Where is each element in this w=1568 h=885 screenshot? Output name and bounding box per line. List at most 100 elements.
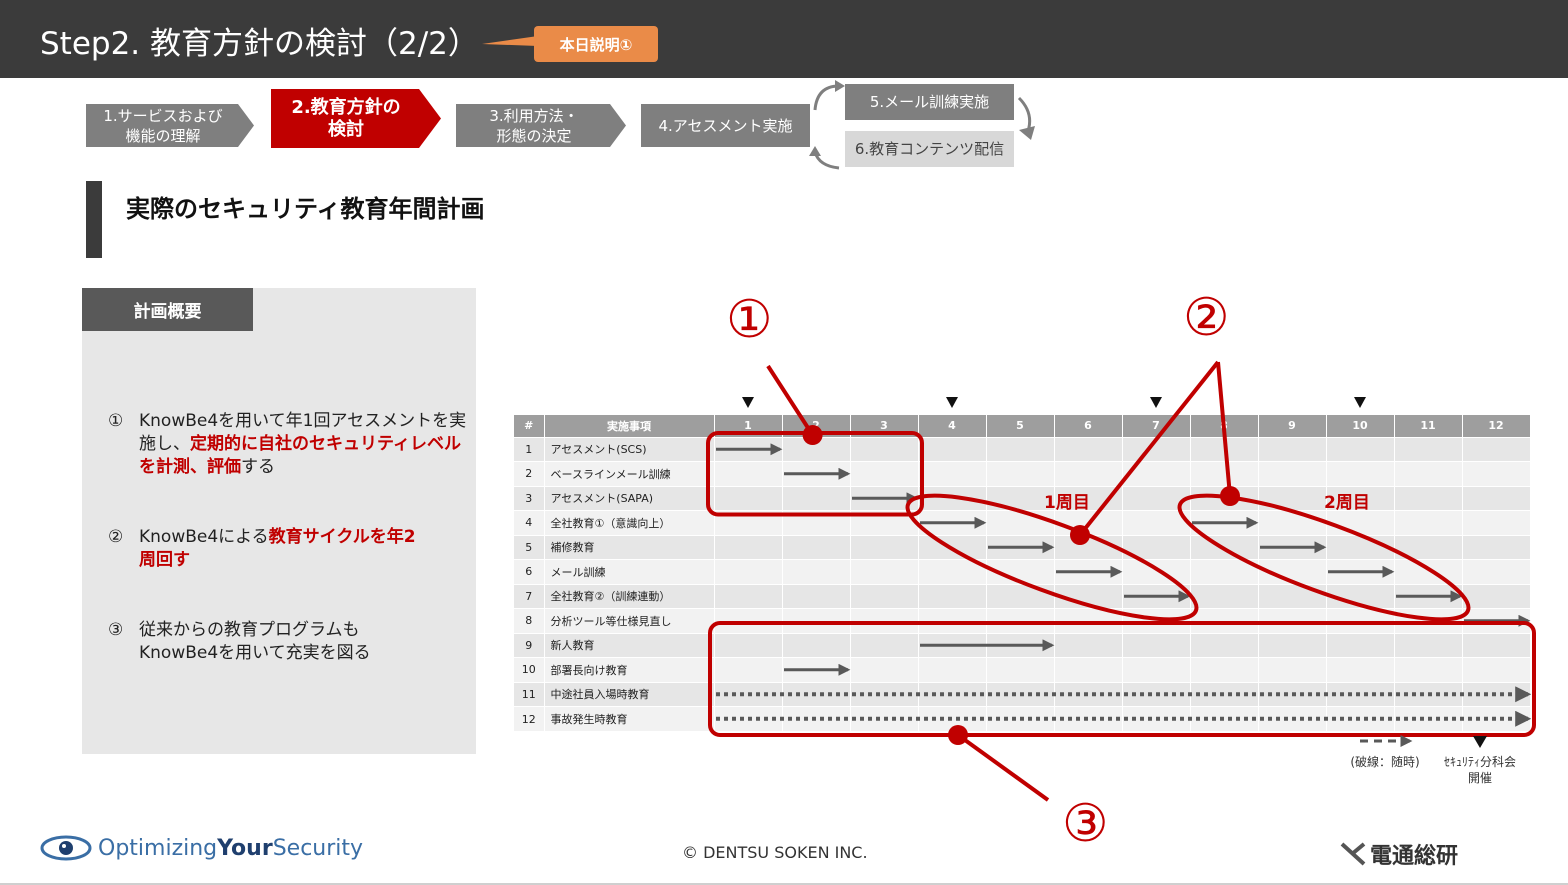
month-cell bbox=[1462, 559, 1531, 584]
month-cell bbox=[850, 510, 919, 535]
col-header-month: 11 bbox=[1394, 415, 1463, 437]
month-cell bbox=[1190, 559, 1259, 584]
month-cell bbox=[714, 681, 783, 707]
month-cell bbox=[1054, 461, 1123, 486]
month-cell bbox=[782, 510, 851, 535]
month-cell bbox=[850, 657, 919, 682]
dentsu-logo-text: 電通総研 bbox=[1370, 844, 1459, 869]
month-cell bbox=[1122, 436, 1191, 462]
month-cell bbox=[1054, 632, 1123, 658]
month-cell bbox=[986, 632, 1055, 658]
row-task: 補修教育 bbox=[544, 534, 715, 560]
month-cell bbox=[1462, 657, 1531, 682]
annotation-1: ① bbox=[726, 290, 773, 350]
row-number: 2 bbox=[514, 461, 545, 486]
legend-meeting-icon bbox=[1473, 736, 1487, 748]
month-cell bbox=[1054, 657, 1123, 682]
x-mark-icon bbox=[1340, 842, 1366, 866]
annotation-2: ② bbox=[1183, 288, 1230, 348]
meeting-marker-icon bbox=[1150, 397, 1162, 408]
month-cell bbox=[986, 583, 1055, 609]
row-number: 6 bbox=[514, 559, 545, 584]
month-cell bbox=[1054, 510, 1123, 535]
step-3: 3.利用方法・ 形態の決定 bbox=[456, 104, 626, 147]
logo-text-a: Optimizing bbox=[98, 835, 218, 861]
plan-item-highlight: 教育サイクルを年2周回す bbox=[139, 527, 416, 570]
month-cell bbox=[1462, 485, 1531, 511]
row-number: 9 bbox=[514, 632, 545, 658]
col-header-month: 6 bbox=[1054, 415, 1123, 437]
month-cell bbox=[1122, 583, 1191, 609]
col-header-month: 8 bbox=[1190, 415, 1259, 437]
month-cell bbox=[1326, 583, 1395, 609]
month-cell bbox=[1462, 608, 1531, 633]
month-cell bbox=[714, 706, 783, 731]
month-cell bbox=[1258, 706, 1327, 731]
month-cell bbox=[986, 534, 1055, 560]
row-number: 7 bbox=[514, 583, 545, 609]
month-cell bbox=[986, 559, 1055, 584]
month-cell bbox=[782, 632, 851, 658]
month-cell bbox=[714, 485, 783, 511]
section-title: 実際のセキュリティ教育年間計画 bbox=[126, 195, 485, 223]
month-cell bbox=[918, 632, 987, 658]
month-cell bbox=[1054, 534, 1123, 560]
col-header-month: 10 bbox=[1326, 415, 1395, 437]
month-cell bbox=[1122, 632, 1191, 658]
month-cell bbox=[714, 583, 783, 609]
month-cell bbox=[1122, 681, 1191, 707]
row-task: 全社教育②（訓練連動） bbox=[544, 583, 715, 609]
month-cell bbox=[1258, 436, 1327, 462]
month-cell bbox=[1326, 632, 1395, 658]
col-header-month: 1 bbox=[714, 415, 783, 437]
col-header-month: 12 bbox=[1462, 415, 1531, 437]
page-title: Step2. 教育方針の検討（2/2） bbox=[40, 26, 479, 62]
step-1: 1.サービスおよび 機能の理解 bbox=[86, 104, 254, 147]
row-task: 全社教育①（意識向上） bbox=[544, 510, 715, 535]
col-header-no: # bbox=[514, 415, 545, 437]
plan-item-text-end: する bbox=[241, 457, 275, 477]
month-cell bbox=[986, 608, 1055, 633]
month-cell bbox=[1394, 657, 1463, 682]
month-cell bbox=[850, 632, 919, 658]
row-task: 新人教育 bbox=[544, 632, 715, 658]
month-cell bbox=[1394, 485, 1463, 511]
cycle-arrows-icon bbox=[809, 80, 1035, 170]
eye-icon bbox=[40, 835, 92, 861]
month-cell bbox=[1394, 510, 1463, 535]
month-cell bbox=[1462, 632, 1531, 658]
plan-heading: 計画概要 bbox=[82, 288, 253, 331]
month-cell bbox=[1326, 706, 1395, 731]
month-cell bbox=[918, 510, 987, 535]
round-2-label: 2周目 bbox=[1324, 493, 1370, 513]
dentsu-soken-logo: 電通総研 bbox=[1340, 838, 1458, 870]
month-cell bbox=[1190, 534, 1259, 560]
month-cell bbox=[850, 461, 919, 486]
month-cell bbox=[986, 510, 1055, 535]
step-4: 4.アセスメント実施 bbox=[641, 104, 810, 147]
month-cell bbox=[1258, 534, 1327, 560]
header-bar: Step2. 教育方針の検討（2/2） bbox=[0, 0, 1568, 78]
month-cell bbox=[714, 534, 783, 560]
month-cell bbox=[782, 461, 851, 486]
plan-item-2: ② KnowBe4による教育サイクルを年2周回す bbox=[108, 526, 463, 574]
row-number: 10 bbox=[514, 657, 545, 682]
month-cell bbox=[1394, 583, 1463, 609]
month-cell bbox=[1054, 559, 1123, 584]
col-header-month: 4 bbox=[918, 415, 987, 437]
month-cell bbox=[1054, 681, 1123, 707]
row-number: 11 bbox=[514, 681, 545, 707]
month-cell bbox=[1394, 559, 1463, 584]
meeting-marker-icon bbox=[1354, 397, 1366, 408]
month-cell bbox=[1326, 534, 1395, 560]
row-number: 4 bbox=[514, 510, 545, 535]
month-cell bbox=[850, 559, 919, 584]
copyright: © DENTSU SOKEN INC. bbox=[682, 843, 868, 862]
month-cell bbox=[1462, 461, 1531, 486]
